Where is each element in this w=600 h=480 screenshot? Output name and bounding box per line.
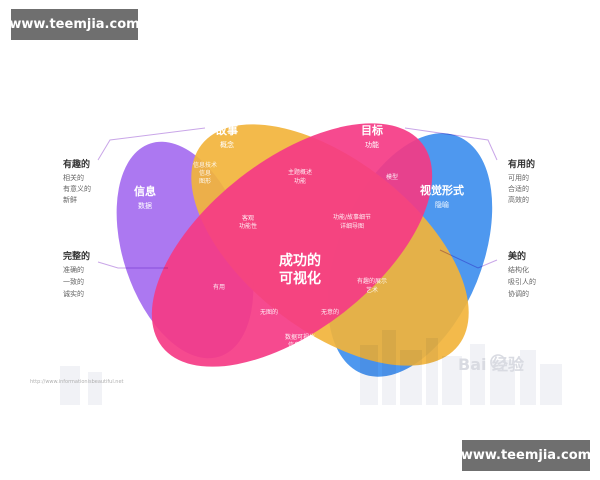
side-top-right-title: 有用的 (508, 158, 535, 170)
region-info-story-2: 信息 (199, 169, 211, 177)
region-info-story-1: 信息技术 (193, 161, 217, 169)
baidu-logo-text: Bai 经验 (458, 355, 525, 374)
side-bottom-right-title: 美的 (508, 250, 526, 262)
center-title-line1: 成功的 (279, 252, 321, 269)
source-url: http://www.informationisbeautiful.net (30, 379, 124, 385)
side-bottom-right-line3: 协调的 (508, 289, 529, 298)
side-top-right-line2: 合适的 (508, 184, 529, 193)
watermark-top: www.teemjia.com (9, 9, 140, 40)
side-bottom-left-line2: 一致的 (63, 277, 84, 286)
side-top-right-line1: 可用的 (508, 173, 529, 182)
side-top-left-line2: 有意义的 (63, 184, 91, 193)
side-top-left-line1: 相关的 (63, 173, 84, 182)
label-story-title: 故事 (216, 123, 238, 137)
region-info-story-3: 图形 (199, 177, 211, 185)
region-bottom-blue-3: 视觉可视化 (285, 349, 315, 357)
region-info-goal-2: 功能性 (239, 222, 257, 230)
label-info-sub: 数据 (138, 201, 152, 210)
side-bottom-right-line1: 结构化 (508, 265, 529, 274)
ellipse-goal (151, 123, 433, 367)
region-goal-story-visual-2: 详细导图 (340, 222, 364, 230)
label-visual-title: 视觉形式 (420, 183, 464, 197)
label-visual-sub: 隐喻 (435, 200, 449, 209)
region-story-visual-2: 艺术 (366, 286, 378, 294)
label-story-sub: 概念 (220, 140, 234, 149)
region-story-goal-1: 主题概述 (288, 168, 312, 176)
region-goal-story-visual-1: 功能/故事细节 (333, 213, 371, 221)
side-top-right-line3: 高效的 (508, 195, 529, 204)
side-bottom-left-line1: 准确的 (63, 265, 84, 274)
label-goal-sub: 功能 (365, 140, 379, 149)
region-info-goal-1: 客观 (242, 214, 254, 222)
watermark-bottom: www.teemjia.com (461, 440, 591, 471)
region-story-goal-2: 功能 (294, 177, 306, 185)
region-no-info: 无图的 (260, 308, 278, 316)
region-story-visual-1: 有趣的展示 (357, 277, 387, 285)
region-no-story: 无意的 (321, 308, 339, 316)
label-goal-title: 目标 (361, 123, 383, 137)
side-top-left-line3: 新鲜 (63, 195, 77, 204)
center-title-line2: 可视化 (279, 270, 321, 287)
paw-icon (490, 354, 506, 370)
baidu-logo: Bai 经验 (458, 354, 525, 374)
side-bottom-left-line3: 诚实的 (63, 289, 84, 298)
side-top-left-title: 有趣的 (63, 158, 90, 170)
region-goal-visual: 模型 (386, 173, 398, 181)
label-info-title: 信息 (134, 184, 156, 198)
side-bottom-left-title: 完整的 (63, 250, 90, 262)
region-bottom-blue-1: 数据可视化 (285, 333, 315, 341)
side-bottom-right-line2: 吸引人的 (508, 277, 536, 286)
region-bottom-blue-2: 信息艺术 (288, 341, 312, 349)
region-info-left: 有用 (213, 283, 225, 291)
